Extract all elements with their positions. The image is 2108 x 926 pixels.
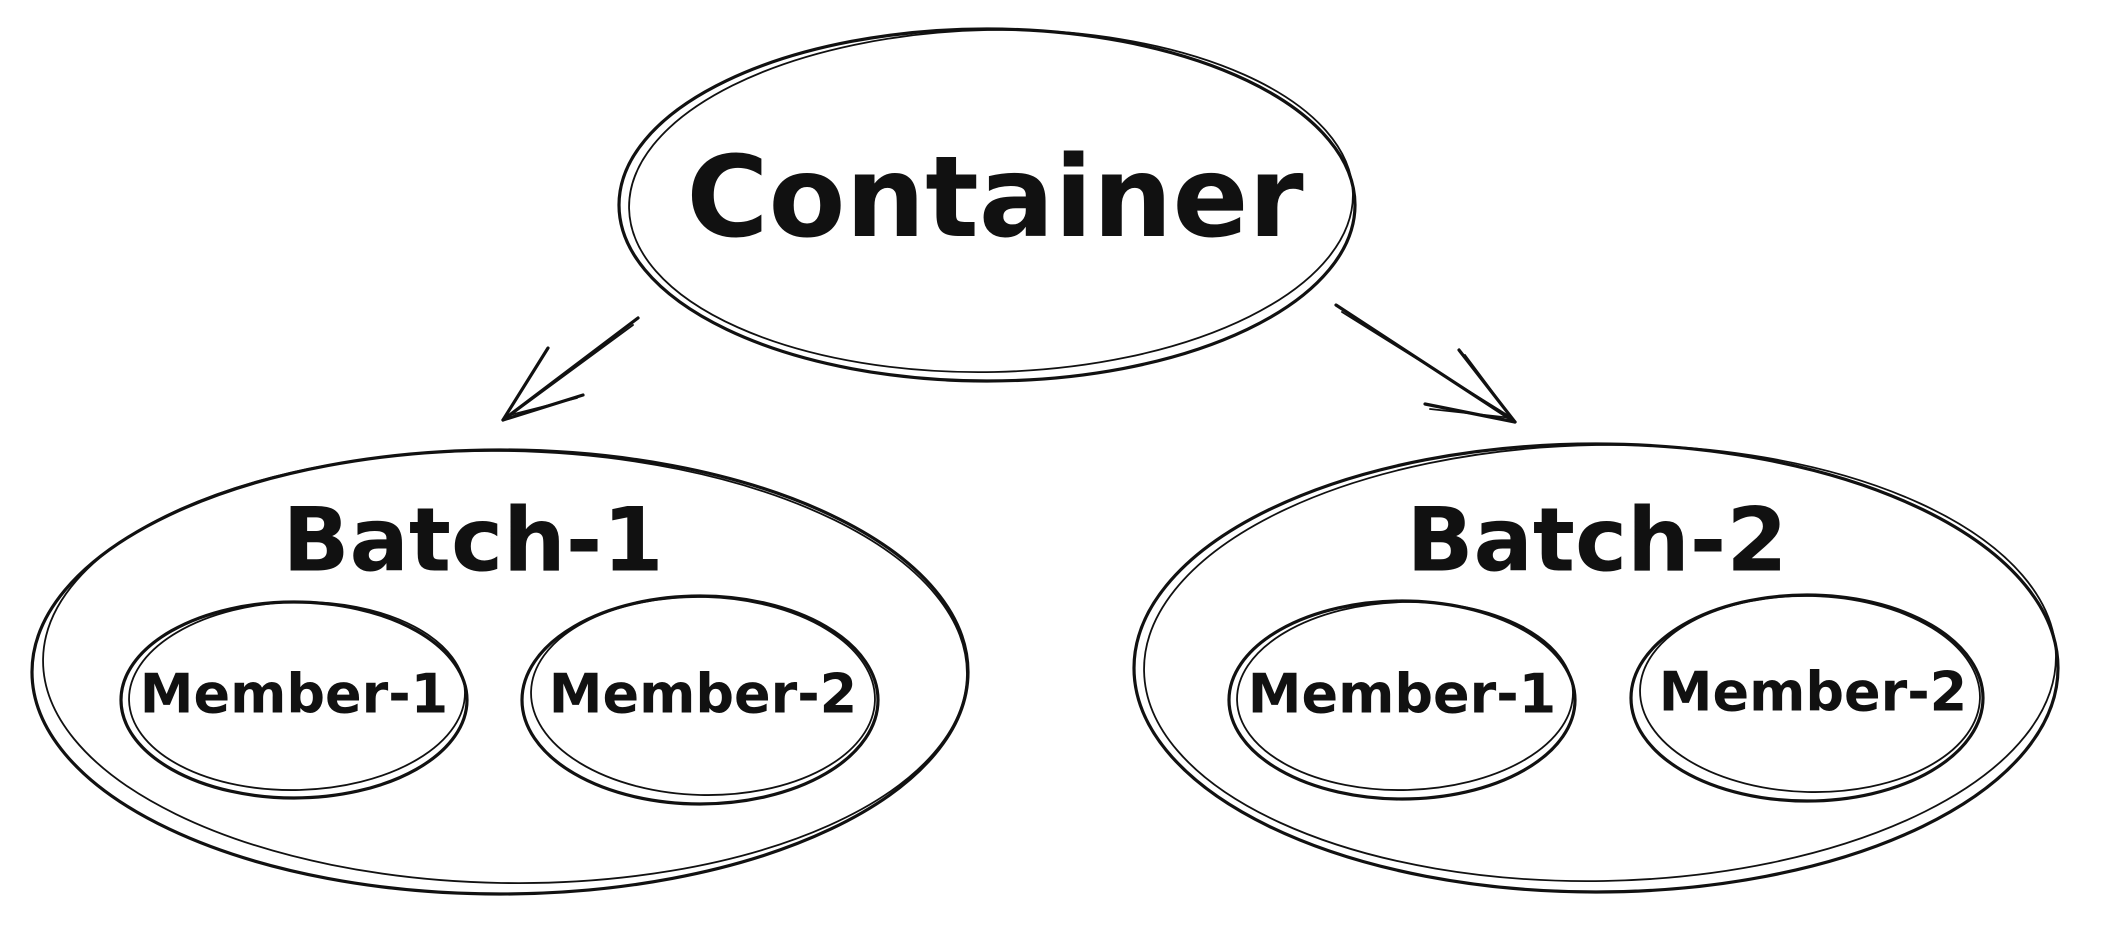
container-ellipse bbox=[617, 27, 1357, 383]
batch-2-node: Batch-2 Member-1 Member-2 bbox=[1132, 442, 2060, 894]
arrow-head bbox=[1423, 348, 1517, 424]
batch-2-member-2-node: Member-2 bbox=[1629, 593, 1985, 803]
container-ellipse-sketch bbox=[628, 28, 1354, 374]
batch-1-member-2-label: Member-2 bbox=[549, 663, 858, 726]
batch-2-ellipse bbox=[1132, 442, 2060, 894]
batch-1-ellipse-sketch bbox=[42, 449, 968, 885]
container-node: Container bbox=[617, 27, 1357, 383]
batch-1-member-2-node: Member-2 bbox=[520, 594, 880, 806]
batch-2-member-1-node: Member-1 bbox=[1227, 599, 1577, 801]
arrow-head-sketch bbox=[505, 353, 578, 417]
batch-1-member-1-node: Member-1 bbox=[119, 600, 469, 800]
arrow-shaft-sketch bbox=[1341, 311, 1513, 419]
member-ellipse-sketch bbox=[1639, 595, 1981, 793]
arrow-shaft bbox=[501, 316, 640, 422]
arrow-shaft-sketch bbox=[507, 324, 634, 418]
arrow-container-to-batch-2 bbox=[1334, 303, 1517, 424]
batch-1-label: Batch-1 bbox=[282, 489, 663, 592]
batch-1-member-1-label: Member-1 bbox=[140, 663, 449, 726]
batch-1-ellipse bbox=[30, 448, 970, 896]
batch-2-ellipse-sketch bbox=[1143, 443, 2057, 883]
batch-2-member-1-label: Member-1 bbox=[1248, 663, 1557, 726]
batch-2-label: Batch-2 bbox=[1406, 489, 1787, 592]
member-ellipse-sketch bbox=[1236, 601, 1574, 791]
member-ellipse-sketch bbox=[128, 601, 466, 791]
member-ellipse bbox=[520, 594, 880, 806]
container-label: Container bbox=[686, 133, 1303, 263]
arrow-container-to-batch-1 bbox=[501, 316, 640, 422]
member-ellipse-sketch bbox=[530, 596, 876, 796]
batch-2-member-2-label: Member-2 bbox=[1659, 661, 1968, 724]
member-ellipse bbox=[1629, 593, 1985, 803]
arrow-head-sketch bbox=[1429, 354, 1513, 419]
batch-1-node: Batch-1 Member-1 Member-2 bbox=[30, 448, 970, 896]
member-ellipse bbox=[1227, 599, 1577, 801]
